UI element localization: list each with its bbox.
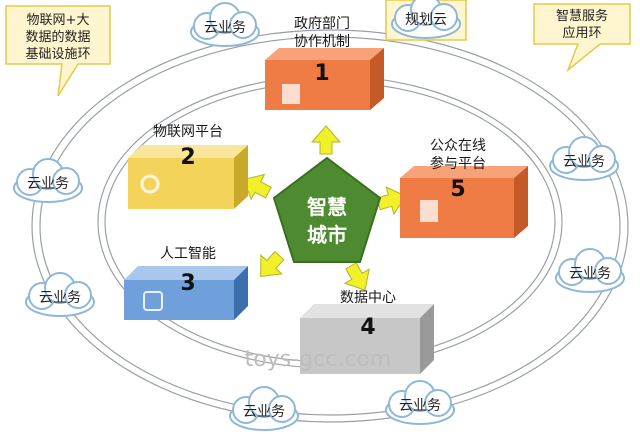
- ai-icon: [143, 291, 163, 311]
- center-line1: 智慧: [307, 195, 347, 219]
- cloud-left-upper: 云业务: [13, 158, 83, 203]
- clouds: 云业务 云业务 云业务 云业务 云业务 云业务 云业务: [13, 0, 625, 431]
- cloud-left-lower: 云业务: [25, 272, 95, 317]
- cloud-label-bottom-right: 云业务: [399, 398, 441, 414]
- callout-right-line1: 智慧服务: [556, 8, 608, 24]
- iot-gear-icon: [140, 174, 160, 194]
- public-icon: [420, 200, 438, 222]
- cloud-bottom-right: 云业务: [385, 380, 455, 425]
- cloud-bottom-left: 云业务: [229, 386, 299, 431]
- arrow-to-gov: [310, 125, 342, 155]
- module-public-title2: 参与平台: [430, 155, 486, 172]
- center-line2: 城市: [307, 223, 347, 247]
- module-gov-title2: 协作机制: [294, 34, 350, 50]
- module-iot-title1: 物联网平台: [153, 124, 223, 140]
- watermark: toys-gcc.com: [245, 347, 392, 372]
- cloud-planning-label: 规划云: [405, 12, 447, 28]
- module-ai: 人工智能 3: [124, 246, 248, 320]
- module-iot: 物联网平台 2: [128, 124, 248, 209]
- outer-ring-inner: [39, 36, 621, 416]
- cloud-label-right-upper: 云业务: [563, 154, 605, 170]
- cloud-right-upper: 云业务: [549, 136, 619, 181]
- module-gov-num: 1: [314, 61, 329, 86]
- module-public: 公众在线 参与平台 5: [400, 138, 528, 238]
- callout-left-line2: 数据的数据: [25, 29, 90, 45]
- cloud-top: 云业务: [190, 2, 260, 47]
- module-gov: 政府部门 协作机制 1: [265, 16, 384, 110]
- outer-ring: [31, 29, 629, 423]
- callout-left: 物联网+大 数据的数据 基础设施环: [5, 5, 111, 97]
- callout-right: 智慧服务 应用环: [533, 3, 631, 73]
- callout-left-line1: 物联网+大: [27, 13, 90, 28]
- cloud-planning: 规划云: [385, 0, 467, 41]
- module-public-num: 5: [450, 177, 465, 202]
- cloud-right-lower: 云业务: [555, 248, 625, 293]
- arrow-to-data: [343, 262, 370, 291]
- gov-icon: [282, 84, 300, 104]
- module-ai-title1: 人工智能: [160, 246, 216, 262]
- cloud-label-right-lower: 云业务: [569, 266, 611, 282]
- cloud-label-bottom-left: 云业务: [243, 404, 285, 420]
- arrows: [242, 125, 407, 291]
- center-hub: 智慧 城市: [272, 156, 382, 263]
- module-gov-title1: 政府部门: [294, 16, 350, 32]
- cloud-label-top: 云业务: [204, 20, 246, 36]
- cloud-label-left-lower: 云业务: [39, 290, 81, 306]
- callout-right-line2: 应用环: [562, 25, 601, 41]
- arrow-to-iot: [242, 173, 272, 201]
- module-data-num: 4: [360, 315, 375, 340]
- module-data-title1: 数据中心: [340, 290, 396, 306]
- callout-left-line3: 基础设施环: [25, 47, 90, 62]
- center-pentagon: [272, 156, 382, 263]
- cloud-label-left-upper: 云业务: [27, 176, 69, 192]
- module-public-title1: 公众在线: [430, 138, 486, 154]
- module-iot-num: 2: [180, 145, 195, 170]
- module-ai-num: 3: [180, 271, 195, 296]
- module-data: 数据中心 4: [300, 290, 434, 374]
- arrow-to-ai: [260, 250, 285, 277]
